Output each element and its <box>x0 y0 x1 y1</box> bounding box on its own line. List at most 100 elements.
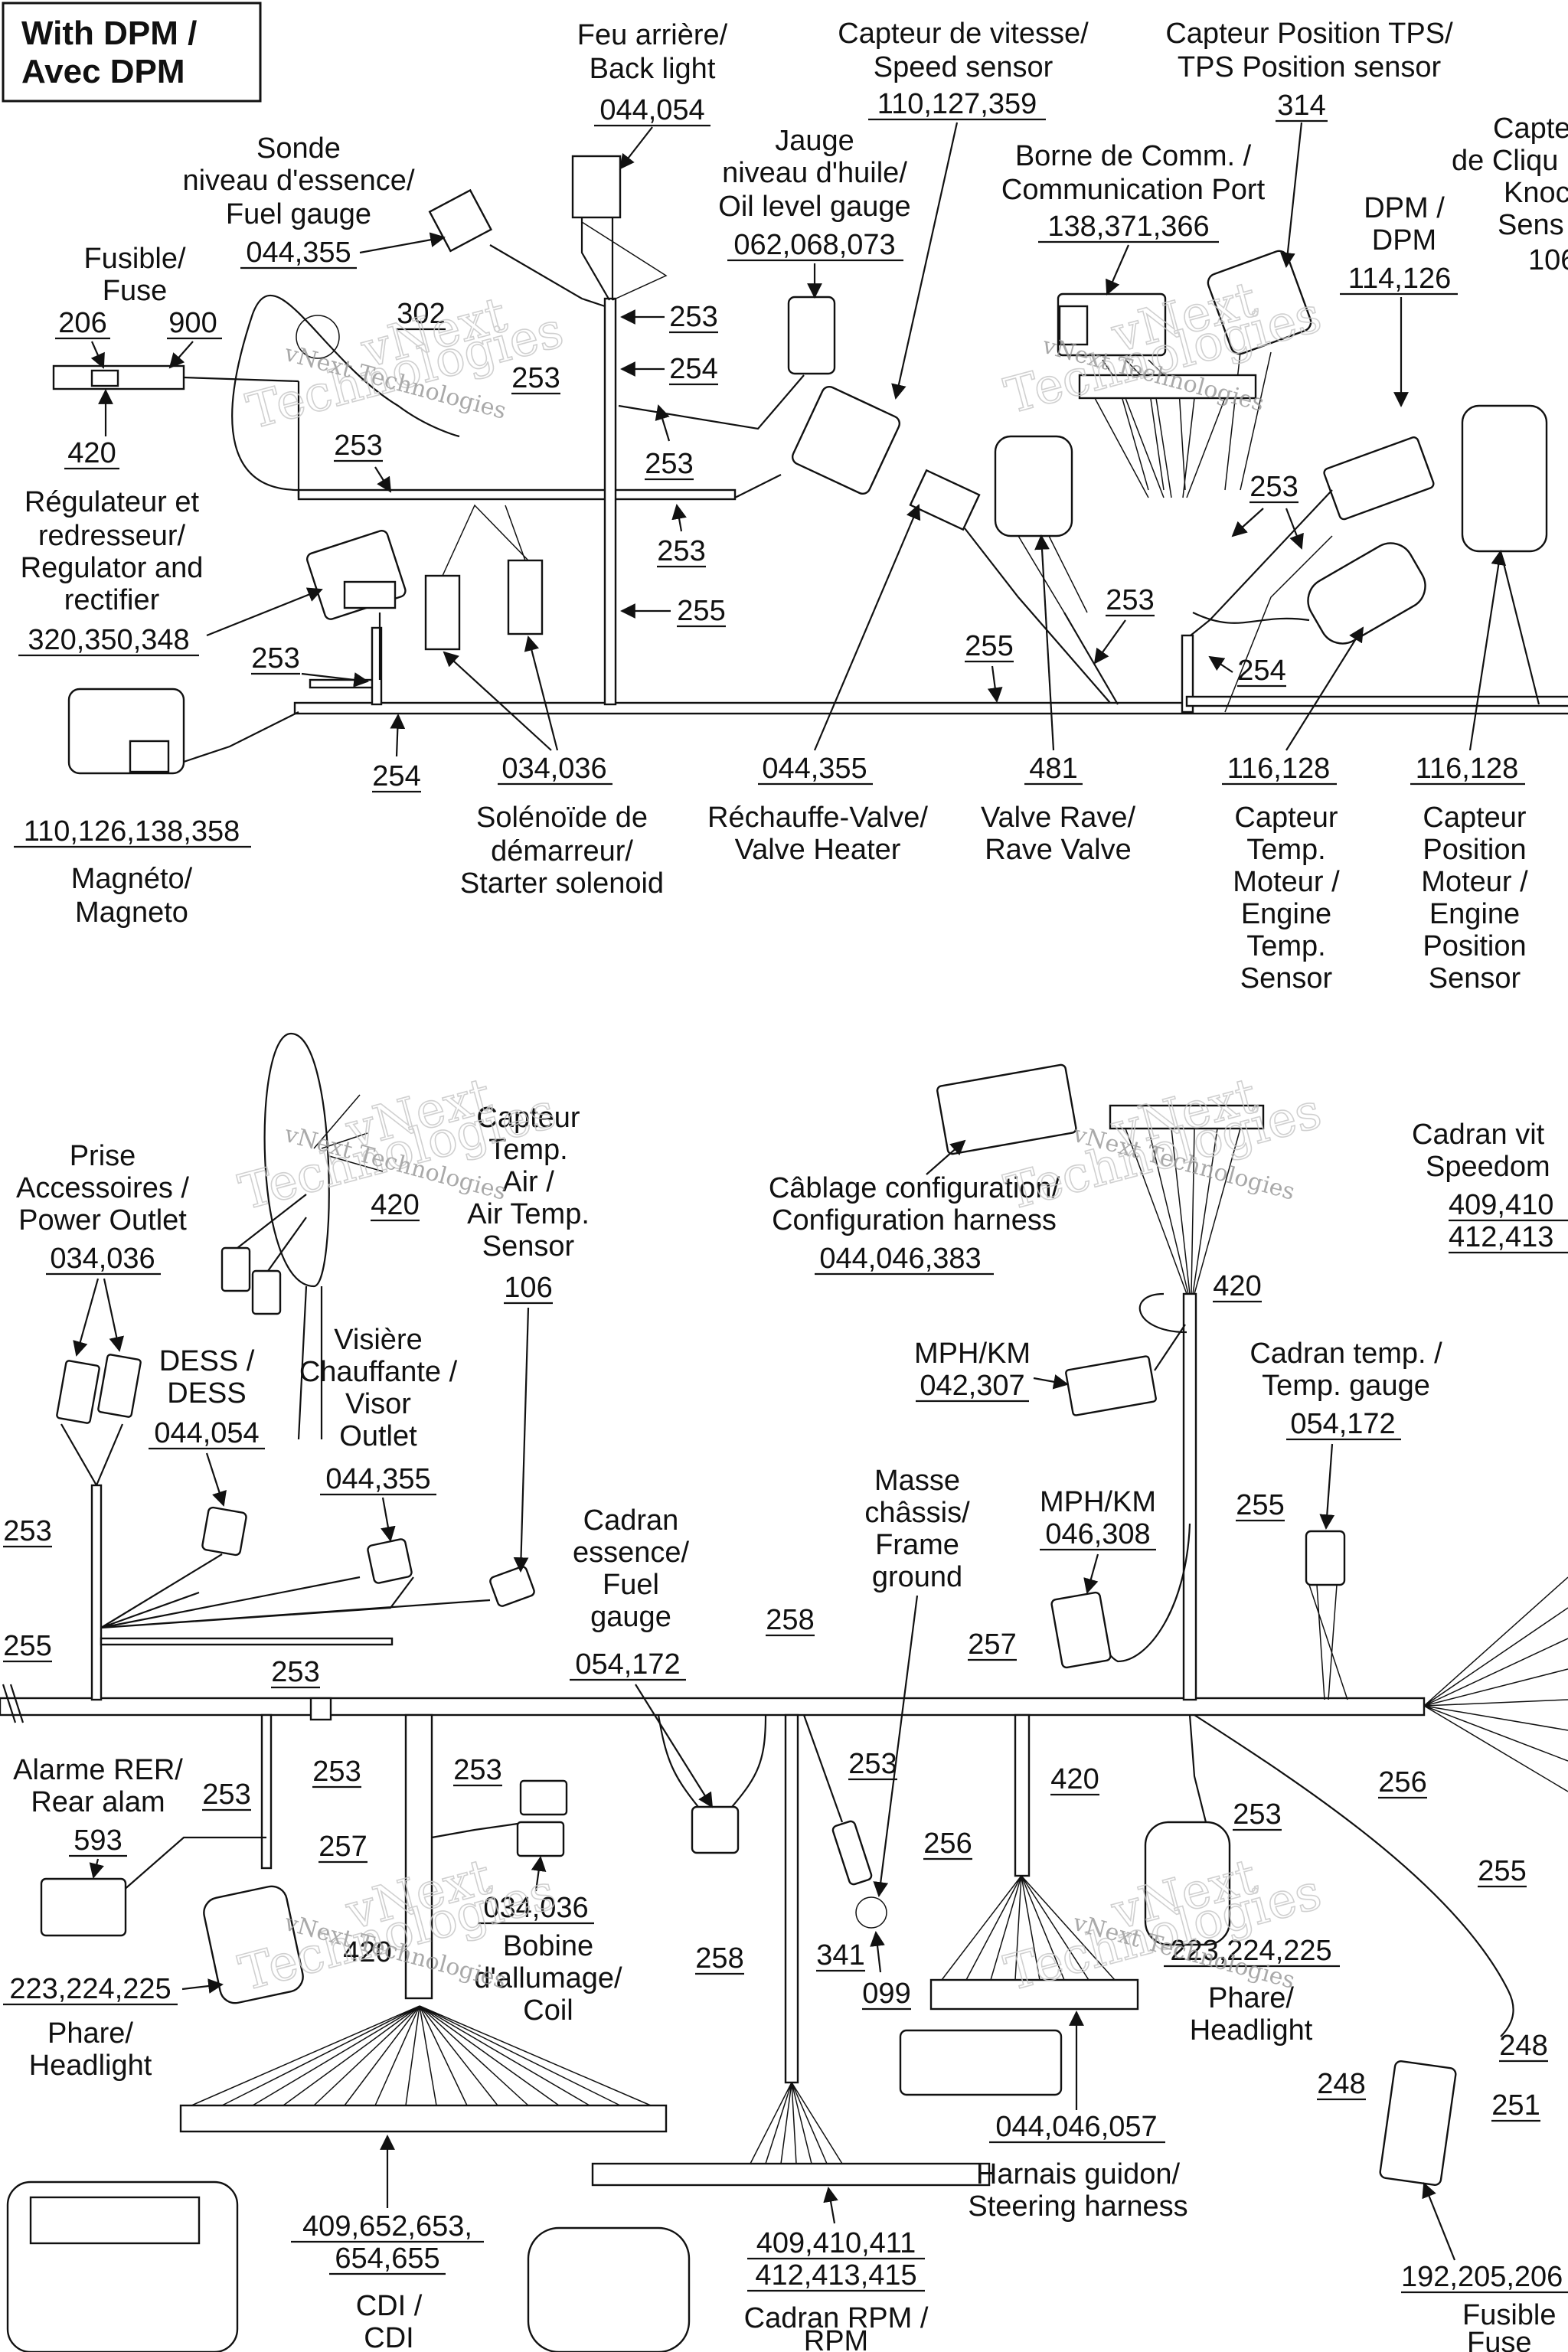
top-harness <box>52 155 1568 775</box>
starter-num: 034,036 <box>501 753 606 785</box>
speed-sensor-connector <box>734 385 901 498</box>
loop-302-wire <box>231 294 460 492</box>
wire-253-f: 253 <box>251 642 299 675</box>
rpm-num-1: 409,410,411 <box>756 2227 916 2259</box>
tps-num: 314 <box>1277 90 1325 122</box>
fuse-label-1: Fusible/ <box>83 243 185 275</box>
visor-num: 044,355 <box>325 1463 430 1495</box>
wire-257-a: 257 <box>968 1628 1016 1661</box>
engine-temp-label-6: Sensor <box>1240 962 1333 995</box>
rave-valve-label-1: Valve Rave/ <box>981 802 1136 834</box>
dess-label-1: DESS / <box>159 1345 255 1377</box>
visor-label-2: Chauffante / <box>299 1356 458 1388</box>
tps-label-1: Capteur Position TPS/ <box>1165 18 1453 50</box>
frame-ground-label-1: Masse <box>874 1465 960 1497</box>
rave-valve-num: 481 <box>1029 753 1077 785</box>
bottom-labels: Prise Accessoires / Power Outlet 034,036… <box>3 1102 1568 2352</box>
air-temp-num: 106 <box>504 1272 552 1304</box>
fuel-gauge2-label-4: gauge <box>590 1601 671 1633</box>
engine-pos-label-3: Moteur / <box>1421 866 1528 898</box>
rear-alarm-num: 593 <box>74 1824 122 1857</box>
speedo-num-2: 412,413 <box>1449 1221 1553 1253</box>
visor-label-1: Visière <box>334 1324 422 1356</box>
back-light-label-2: Back light <box>590 53 716 85</box>
engine-pos-label-5: Position <box>1423 930 1526 962</box>
coil-label-3: Coil <box>523 1994 573 2027</box>
starter-label-2: démarreur/ <box>491 835 633 867</box>
engine-pos-num: 116,128 <box>1416 753 1519 785</box>
wire-255-a: 255 <box>677 595 725 627</box>
valve-heater-label-1: Réchauffe-Valve/ <box>707 802 928 834</box>
speed-sensor-label-1: Capteur de vitesse/ <box>838 18 1089 50</box>
comm-port-connector <box>1057 292 1186 491</box>
engine-temp-connector <box>1192 542 1426 645</box>
wire-253-f: 253 <box>848 1748 897 1780</box>
wire-251: 251 <box>1491 2089 1540 2122</box>
wire-255-c: 255 <box>1478 1855 1526 1887</box>
starter-label-3: Starter solenoid <box>460 867 664 900</box>
fuse-num-1: 206 <box>58 307 106 339</box>
rave-valve-connector <box>994 435 1119 705</box>
fuse-r-num: 192,205,206 <box>1401 2261 1563 2293</box>
power-outlet-num: 034,036 <box>50 1243 155 1275</box>
config-harness-connector <box>936 1063 1077 1155</box>
engine-temp-label-3: Moteur / <box>1233 866 1340 898</box>
wire-253-h: 253 <box>1250 471 1298 503</box>
cdi-label-1: CDI / <box>356 2290 423 2322</box>
steering-label-2: Steering harness <box>968 2190 1187 2223</box>
engine-temp-num: 116,128 <box>1227 753 1331 785</box>
fuel-gauge-label-1: Sonde <box>256 132 341 165</box>
tps-label-2: TPS Position sensor <box>1178 51 1442 83</box>
oil-gauge-label-1: Jauge <box>775 125 854 157</box>
air-temp-label-2: Temp. <box>488 1134 567 1166</box>
fuel-gauge-num: 044,355 <box>246 237 351 269</box>
knock-num: 106 <box>1528 244 1568 276</box>
speedo-label-1: Cadran vit <box>1412 1119 1545 1151</box>
wire-253-e: 253 <box>453 1754 501 1786</box>
visor-label-3: Visor <box>345 1388 411 1420</box>
power-outlet-label-2: Accessoires / <box>16 1172 189 1204</box>
regulator-num: 320,350,348 <box>28 624 189 656</box>
wire-254-c: 254 <box>1237 655 1285 687</box>
cdi-num-1: 409,652,653, <box>302 2210 472 2243</box>
config-label-2: Configuration harness <box>772 1204 1057 1236</box>
frame-ground-label-2: châssis/ <box>864 1497 970 1529</box>
wire-256-a: 256 <box>923 1828 972 1860</box>
wire-257-b: 257 <box>318 1831 367 1863</box>
headlight-r-label-1: Phare/ <box>1208 1982 1294 2014</box>
wire-253-d: 253 <box>645 448 693 480</box>
wire-256-b: 256 <box>1378 1766 1426 1798</box>
engine-temp-label-2: Temp. <box>1246 834 1325 866</box>
config-num: 044,046,383 <box>819 1243 981 1275</box>
rear-alarm-label-2: Rear alam <box>31 1786 165 1818</box>
engine-pos-label-6: Sensor <box>1429 962 1521 995</box>
title-line-2: Avec DPM <box>21 53 185 90</box>
wire-258-a: 258 <box>766 1604 814 1636</box>
valve-heater-num: 044,355 <box>762 753 867 785</box>
comm-port-num: 138,371,366 <box>1047 211 1209 243</box>
dpm-label-2: DPM <box>1372 224 1436 256</box>
rpm-label-1: Cadran RPM / <box>744 2302 929 2334</box>
speedo-num-1: 409,410 <box>1449 1189 1553 1221</box>
frame-ground-label-4: ground <box>872 1561 962 1593</box>
rpm-num-2: 412,413,415 <box>755 2259 916 2292</box>
oil-gauge-label-2: niveau d'huile/ <box>722 157 907 189</box>
wire-420-c: 420 <box>1050 1763 1099 1795</box>
comm-port-label-1: Borne de Comm. / <box>1015 140 1252 172</box>
wire-255-a: 255 <box>3 1630 51 1662</box>
wire-253-c: 253 <box>334 430 382 462</box>
oil-gauge-label-3: Oil level gauge <box>718 191 910 223</box>
wire-248-b: 248 <box>1499 2030 1547 2062</box>
headlight-l-num: 223,224,225 <box>9 1973 171 2005</box>
magneto-label-2: Magneto <box>75 897 188 929</box>
engine-temp-label-1: Capteur <box>1234 802 1338 834</box>
engine-pos-label-2: Position <box>1423 834 1526 866</box>
top-labels: Feu arrière/ Back light 044,054 Capteur … <box>14 18 1568 995</box>
fuel-gauge2-label-3: Fuel <box>603 1569 659 1601</box>
coil-label-2: d'allumage/ <box>474 1962 622 1994</box>
wire-248-a: 248 <box>1317 2068 1365 2100</box>
wire-420-d: 420 <box>343 1936 391 1968</box>
engine-temp-label-5: Temp. <box>1246 930 1325 962</box>
engine-pos-label-4: Engine <box>1429 898 1520 930</box>
knock-label-3: Knoc <box>1504 177 1568 209</box>
